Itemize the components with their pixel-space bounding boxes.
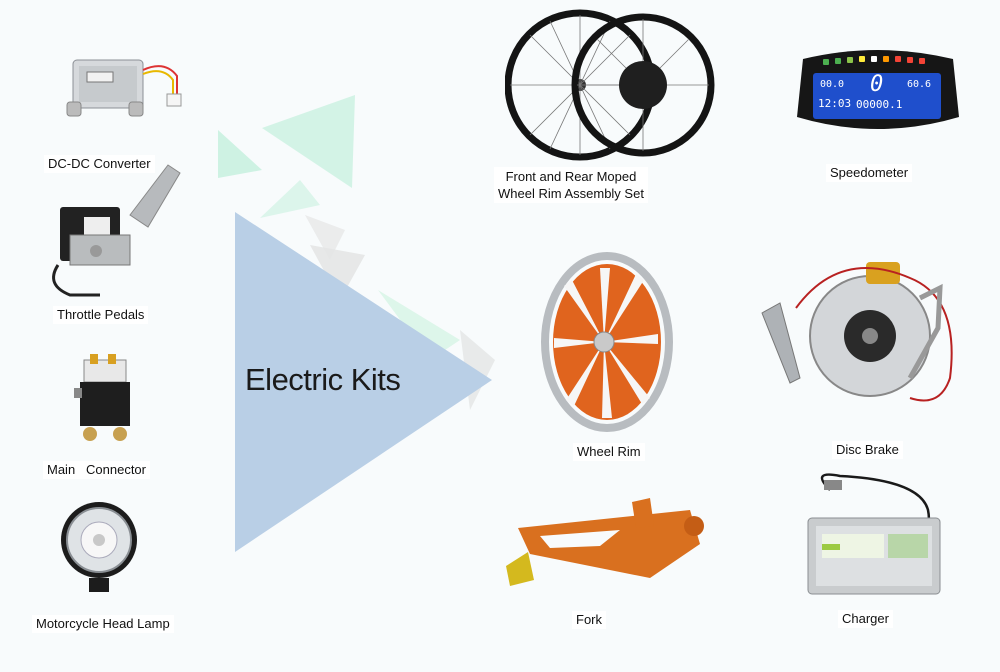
speedometer-display-right-top: 60.6 bbox=[907, 79, 932, 90]
speedometer-label: Speedometer bbox=[826, 164, 913, 182]
wheel-set-label: Front and Rear Moped Wheel Rim Assembly … bbox=[494, 167, 648, 203]
page-title: Electric Kits bbox=[245, 362, 401, 397]
throttle-pedals-label: Throttle Pedals bbox=[53, 306, 149, 324]
speedometer-display-left-top: 00.0 bbox=[820, 79, 845, 90]
disc-brake-image bbox=[761, 262, 953, 402]
wheel-set-image bbox=[505, 9, 715, 161]
charger-image bbox=[807, 473, 941, 595]
disc-brake-label: Disc Brake bbox=[832, 441, 903, 459]
speedometer-image bbox=[797, 50, 959, 129]
wheel-rim-label: Wheel Rim bbox=[573, 443, 645, 461]
head-lamp-label: Motorcycle Head Lamp bbox=[32, 615, 174, 633]
throttle-pedal-image bbox=[52, 164, 181, 297]
main-connector-image bbox=[74, 354, 130, 441]
big-triangle bbox=[235, 212, 492, 552]
dc-converter-image bbox=[66, 59, 182, 117]
main-connector-label: Main Connector bbox=[43, 461, 150, 479]
dc-converter-label: DC-DC Converter bbox=[44, 155, 155, 173]
speedometer-display-right-bottom: 00000.1 bbox=[856, 98, 903, 111]
speedometer-display-center: 0 bbox=[870, 72, 884, 97]
fork-label: Fork bbox=[572, 611, 606, 629]
charger-label: Charger bbox=[838, 610, 893, 628]
wheel-rim-image bbox=[541, 252, 673, 432]
fork-image bbox=[506, 498, 704, 586]
speedometer-display-left-bottom: 12:03 bbox=[818, 97, 852, 110]
head-lamp-image bbox=[61, 502, 137, 592]
